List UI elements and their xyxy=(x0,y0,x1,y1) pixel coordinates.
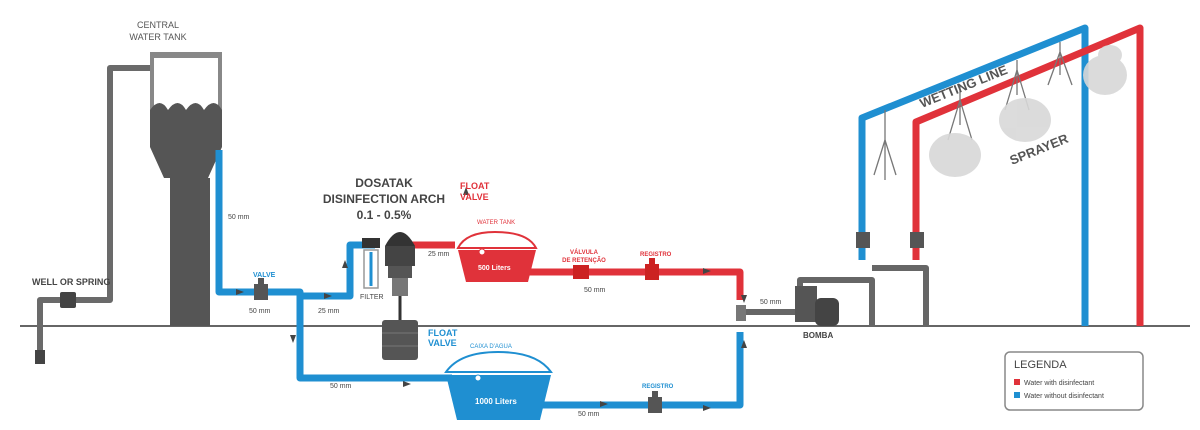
float-valve-blue-1: FLOAT xyxy=(428,328,458,338)
check-valve-label-2: DE RETENÇÃO xyxy=(562,257,606,264)
filter-label: FILTER xyxy=(360,294,384,301)
filter-icon xyxy=(362,238,380,289)
legend: LEGENDA Water with disinfectant Water wi… xyxy=(1004,351,1144,411)
registro-bottom-label: REGISTRO xyxy=(642,384,674,390)
caixa-dagua-1000 xyxy=(444,350,553,420)
well-valve-icon xyxy=(60,292,76,308)
float-valve-red-1: FLOAT xyxy=(460,181,490,191)
dosatak-title-3: 0.1 - 0.5% xyxy=(357,208,412,222)
registro-bottom-icon xyxy=(648,391,662,413)
dosatak-icon xyxy=(382,232,418,360)
spray-clouds xyxy=(929,45,1127,177)
float-valve-blue-2: VALVE xyxy=(428,338,457,348)
valve-label: VALVE xyxy=(253,272,276,279)
legend-item-blue: Water without disinfectant xyxy=(1024,393,1104,400)
well-spring xyxy=(35,65,150,364)
central-water-tank xyxy=(150,52,222,326)
pipe-50-label-f: 50 mm xyxy=(578,411,600,418)
flow-arrows xyxy=(236,187,747,411)
caixa-label: CAIXA D'AGUA xyxy=(470,344,512,350)
legend-swatch-blue xyxy=(1014,392,1020,398)
central-tank-label-2: WATER TANK xyxy=(129,32,186,42)
pipe-50-label-c: 50 mm xyxy=(584,287,606,294)
central-tank-label-1: CENTRAL xyxy=(137,20,179,30)
check-valve-label-1: VÁLVULA xyxy=(570,249,599,256)
dosatak-title-1: DOSATAK xyxy=(355,176,413,190)
pipe-50-label-d: 50 mm xyxy=(760,299,782,306)
legend-title: LEGENDA xyxy=(1014,359,1067,371)
tank-1000-label: 1000 Liters xyxy=(475,397,517,406)
bomba-label: BOMBA xyxy=(803,331,833,340)
check-valve-icon xyxy=(573,265,589,279)
tank-500-label: 500 Liters xyxy=(478,265,511,272)
legend-item-red: Water with disinfectant xyxy=(1024,380,1094,387)
pipe-25-label-b: 25 mm xyxy=(428,251,450,258)
sprayer-nozzles xyxy=(873,42,1073,180)
pipe-50-label-e: 50 mm xyxy=(330,383,352,390)
legend-swatch-red xyxy=(1014,379,1020,385)
dosatak-title-2: DISINFECTION ARCH xyxy=(323,192,445,206)
water-tank-500 xyxy=(456,230,538,282)
valve-icon xyxy=(254,278,268,300)
line-valves-icon xyxy=(856,232,924,248)
registro-top-label: REGISTRO xyxy=(640,252,672,258)
pipe-50-label-b: 50 mm xyxy=(249,308,271,315)
pipe-50-label-a: 50 mm xyxy=(228,214,250,221)
blue-pipes xyxy=(215,24,1089,409)
red-pipes xyxy=(412,24,1144,326)
well-label: WELL OR SPRING xyxy=(32,277,110,287)
pipe-25-label-a: 25 mm xyxy=(318,308,340,315)
gray-pump-pipes xyxy=(740,265,929,326)
registro-top-icon xyxy=(645,258,659,280)
float-valve-red-2: VALVE xyxy=(460,192,489,202)
water-tank-label: WATER TANK xyxy=(477,220,515,226)
pump-icon xyxy=(736,286,839,326)
